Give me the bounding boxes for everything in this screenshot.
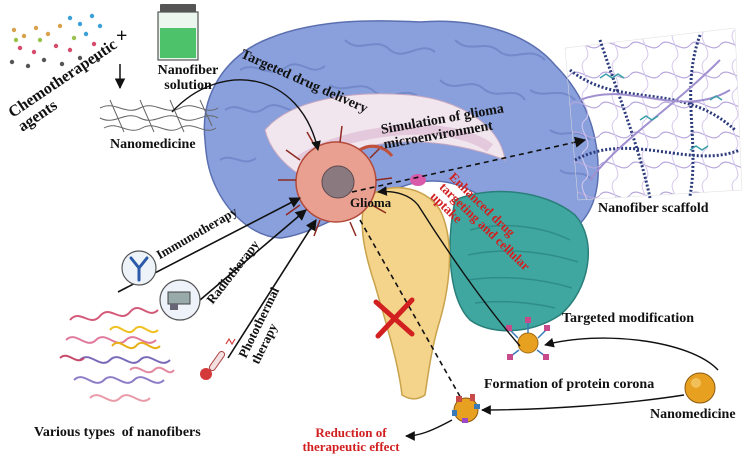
brain-illustration (203, 20, 599, 400)
antibody-icon (121, 250, 157, 286)
pituitary (410, 174, 426, 186)
targeted-nanoparticle (506, 317, 550, 360)
nanomedicine-fibers (99, 99, 219, 133)
enhanced-targeting-arrow (377, 186, 521, 347)
nanofiber-scaffold-label: Nanofiber scaffold (598, 201, 709, 216)
radiotherapy-icon (159, 279, 201, 321)
thermometer-icon (200, 337, 236, 380)
targeted-modification-label: Targeted modification (562, 311, 695, 326)
protein-corona-label: Formation of protein corona (484, 377, 655, 392)
blocked-x-mark (373, 297, 415, 339)
targeted-delivery-arrow (171, 79, 321, 151)
radiotherapy-arrow (199, 209, 307, 301)
reduction-label: Reduction of therapeutic effect (302, 425, 400, 454)
reduction-arrow (405, 419, 453, 441)
glioma-label: Glioma (350, 195, 392, 210)
various-nanofibers-label: Various types of nanofibers (34, 425, 201, 440)
corona-dashed-line (359, 219, 463, 401)
glioma-tumor (278, 125, 394, 237)
nanofiber-types-cluster (59, 307, 175, 402)
nanofiber-scaffold-image (564, 27, 743, 201)
protein-corona-particle (452, 394, 480, 423)
plus-sign: + (116, 25, 128, 47)
chemo-agents-dots (9, 13, 103, 69)
corona-arrow (481, 394, 685, 415)
nanofiber-solution-label: Nanofiber solution (157, 63, 219, 93)
brainstem (361, 186, 451, 400)
photothermal-arrow (227, 219, 317, 359)
nanomedicine-top-label: Nanomedicine (110, 137, 196, 152)
nanomedicine-right-label: Nanomedicine (650, 407, 736, 422)
nanofiber-solution-bottle (157, 4, 199, 61)
simulation-arrow (351, 136, 587, 193)
nanomedicine-particle (684, 372, 716, 404)
modification-arrow (544, 337, 719, 371)
